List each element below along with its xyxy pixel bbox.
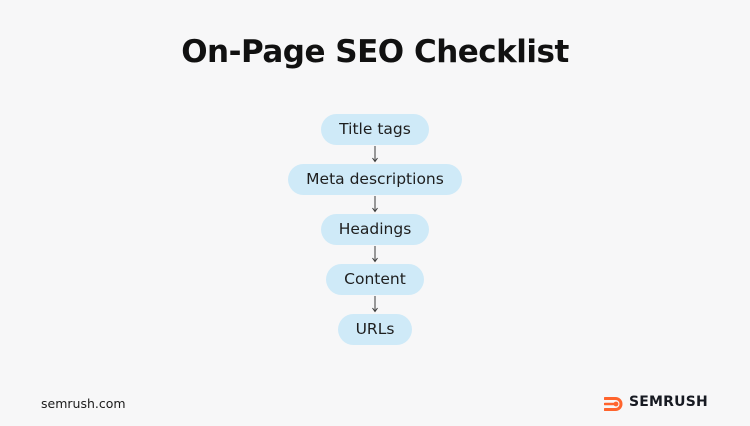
arrow-down-icon (372, 296, 378, 313)
website-url: semrush.com (41, 396, 126, 411)
step-content: Content (326, 264, 424, 295)
step-meta-descriptions: Meta descriptions (288, 164, 462, 195)
step-headings: Headings (320, 214, 430, 245)
semrush-flame-icon (604, 397, 623, 411)
step-title-tags: Title tags (321, 114, 429, 145)
brand-name: SEMRUSH (629, 394, 708, 410)
step-urls: URLs (337, 314, 413, 345)
arrow-down-icon (372, 146, 378, 163)
arrow-down-icon (372, 246, 378, 263)
arrow-down-icon (372, 196, 378, 213)
semrush-logo: SEMRUSH (604, 393, 708, 411)
checklist-flow: Title tags Meta descriptions Headings Co… (0, 114, 750, 345)
page-title: On-Page SEO Checklist (181, 34, 569, 70)
